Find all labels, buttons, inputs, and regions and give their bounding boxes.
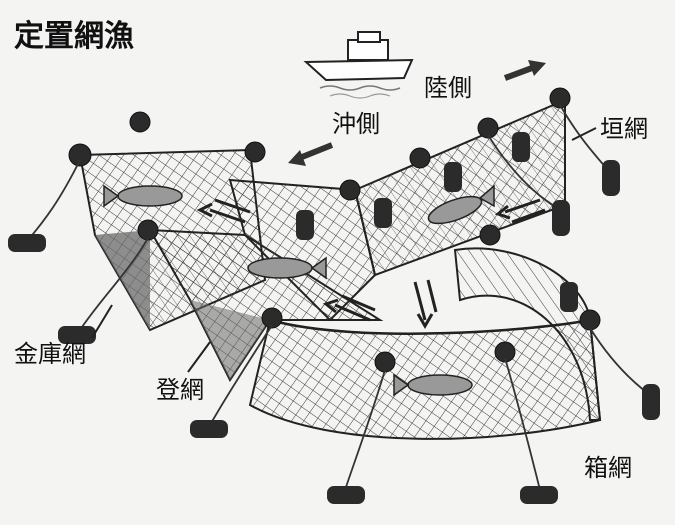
anchor-weights	[8, 132, 660, 504]
label-leader-lines	[91, 127, 597, 373]
fish-icon	[103, 184, 183, 208]
leader-net-label: 垣網	[600, 115, 648, 143]
fish-flow-arrow	[196, 198, 251, 224]
boat-icon	[303, 31, 414, 99]
fish-icon	[427, 184, 495, 225]
anchor-ropes	[27, 104, 651, 491]
bag-net-label: 金庫網	[14, 340, 86, 368]
fish-icon	[247, 256, 327, 280]
page-title: 定置網漁	[14, 19, 134, 54]
fish-flow-arrow	[413, 279, 438, 329]
fish-flow-arrow	[322, 294, 376, 322]
offshore-side-label: 沖側	[332, 110, 380, 138]
offshore-direction-arrow	[288, 142, 334, 166]
net-floats	[68, 87, 601, 373]
fish-flow-arrow	[494, 198, 546, 224]
land-direction-arrow	[503, 60, 546, 81]
box-net-label: 箱網	[584, 454, 632, 482]
ascending-net	[148, 178, 384, 382]
fish-icon	[393, 373, 473, 397]
land-side-label: 陸側	[424, 74, 472, 102]
ascending-net-label: 登網	[156, 376, 204, 404]
